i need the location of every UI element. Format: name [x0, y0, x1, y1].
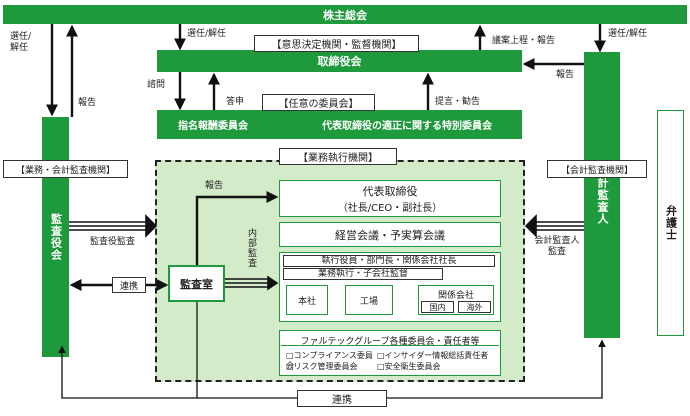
affiliates-label: 関係会社: [437, 291, 474, 301]
audit-board-tag: 【業務・会計監査機関】: [3, 160, 128, 178]
head-office: 本社: [286, 285, 328, 315]
committee-tag: 【任意の委員会】: [262, 94, 375, 111]
overseas: 海外: [458, 301, 491, 313]
board-of-directors: 取締役会: [157, 50, 522, 72]
arrow-report-ceo: [195, 191, 279, 265]
label-elect-board: 選任/解任: [187, 29, 227, 39]
arrow-internal-audit: [267, 275, 279, 291]
ceo-box: 代表取締役 （社長/CEO・副社長）: [279, 180, 501, 217]
arrow-accounting-audit: [524, 214, 537, 238]
label-auditor-audit: 監査役監査: [90, 237, 136, 247]
compliance-committee: □コンプライアンス委員会: [286, 351, 373, 370]
nomination-committee: 指名報酬委員会: [178, 121, 248, 132]
domestic: 国内: [421, 301, 454, 313]
factory: 工場: [345, 285, 393, 315]
officers-label: 執行役員・部門長・関係会社社長: [283, 255, 495, 267]
accounting-auditor-tag: 【会計監査機関】: [547, 160, 647, 178]
label-accounting-audit: 会計監査人 監査: [534, 236, 580, 257]
accounting-auditor: 会計監査人: [584, 52, 620, 338]
label-recommend: 提言・勧告: [435, 97, 481, 107]
cooperation-mid: 連携: [112, 277, 146, 293]
audit-board: 監査役会: [42, 117, 69, 357]
ceo-subtitle: （社長/CEO・副社長）: [337, 203, 443, 214]
cooperation-bottom: 連携: [297, 390, 387, 407]
lawyer-box: 弁護士: [657, 110, 684, 336]
arrow-auditor-audit: [145, 214, 158, 238]
committee-bar: [157, 110, 522, 139]
label-report-right: 報告: [556, 70, 575, 80]
label-report-internal: 報告: [205, 181, 224, 191]
special-committee: 代表取締役の適正に関する特別委員会: [322, 121, 492, 132]
group-committees-title: ファルテックグループ各種委員会・責任者等: [281, 334, 499, 347]
risk-committee: □リスク管理委員会: [286, 362, 358, 371]
line-cooperation-bottom-left: [58, 345, 297, 399]
internal-audit-office: 監査室: [168, 265, 225, 302]
label-elect-left: 選任/ 解任: [10, 32, 32, 53]
group-committees: [279, 330, 501, 376]
management-meeting: 経営会議・予実算会議: [279, 222, 501, 247]
label-internal-audit: 内部監査: [246, 228, 256, 268]
label-proposal: 議案上程・報告: [492, 36, 556, 46]
safety-committee: □安全衛生委員会: [377, 362, 441, 371]
board-tag: 【意思決定機関・監督機関】: [254, 35, 419, 52]
execution-tag: 【業務執行機関】: [279, 148, 397, 165]
label-answer: 答申: [226, 97, 245, 107]
shareholders-meeting: 株主総会: [3, 5, 687, 24]
label-consult: 諮問: [147, 80, 166, 90]
ceo-title: 代表取締役: [362, 185, 418, 198]
label-report-left: 報告: [78, 98, 97, 108]
insider-officer: □インサイダー情報総括責任者: [377, 351, 489, 360]
exec-audit-label: 業務執行・子会社監督: [283, 268, 443, 280]
line-cooperation-bottom-right: [387, 339, 606, 399]
label-elect-right: 選任/解任: [608, 29, 648, 39]
